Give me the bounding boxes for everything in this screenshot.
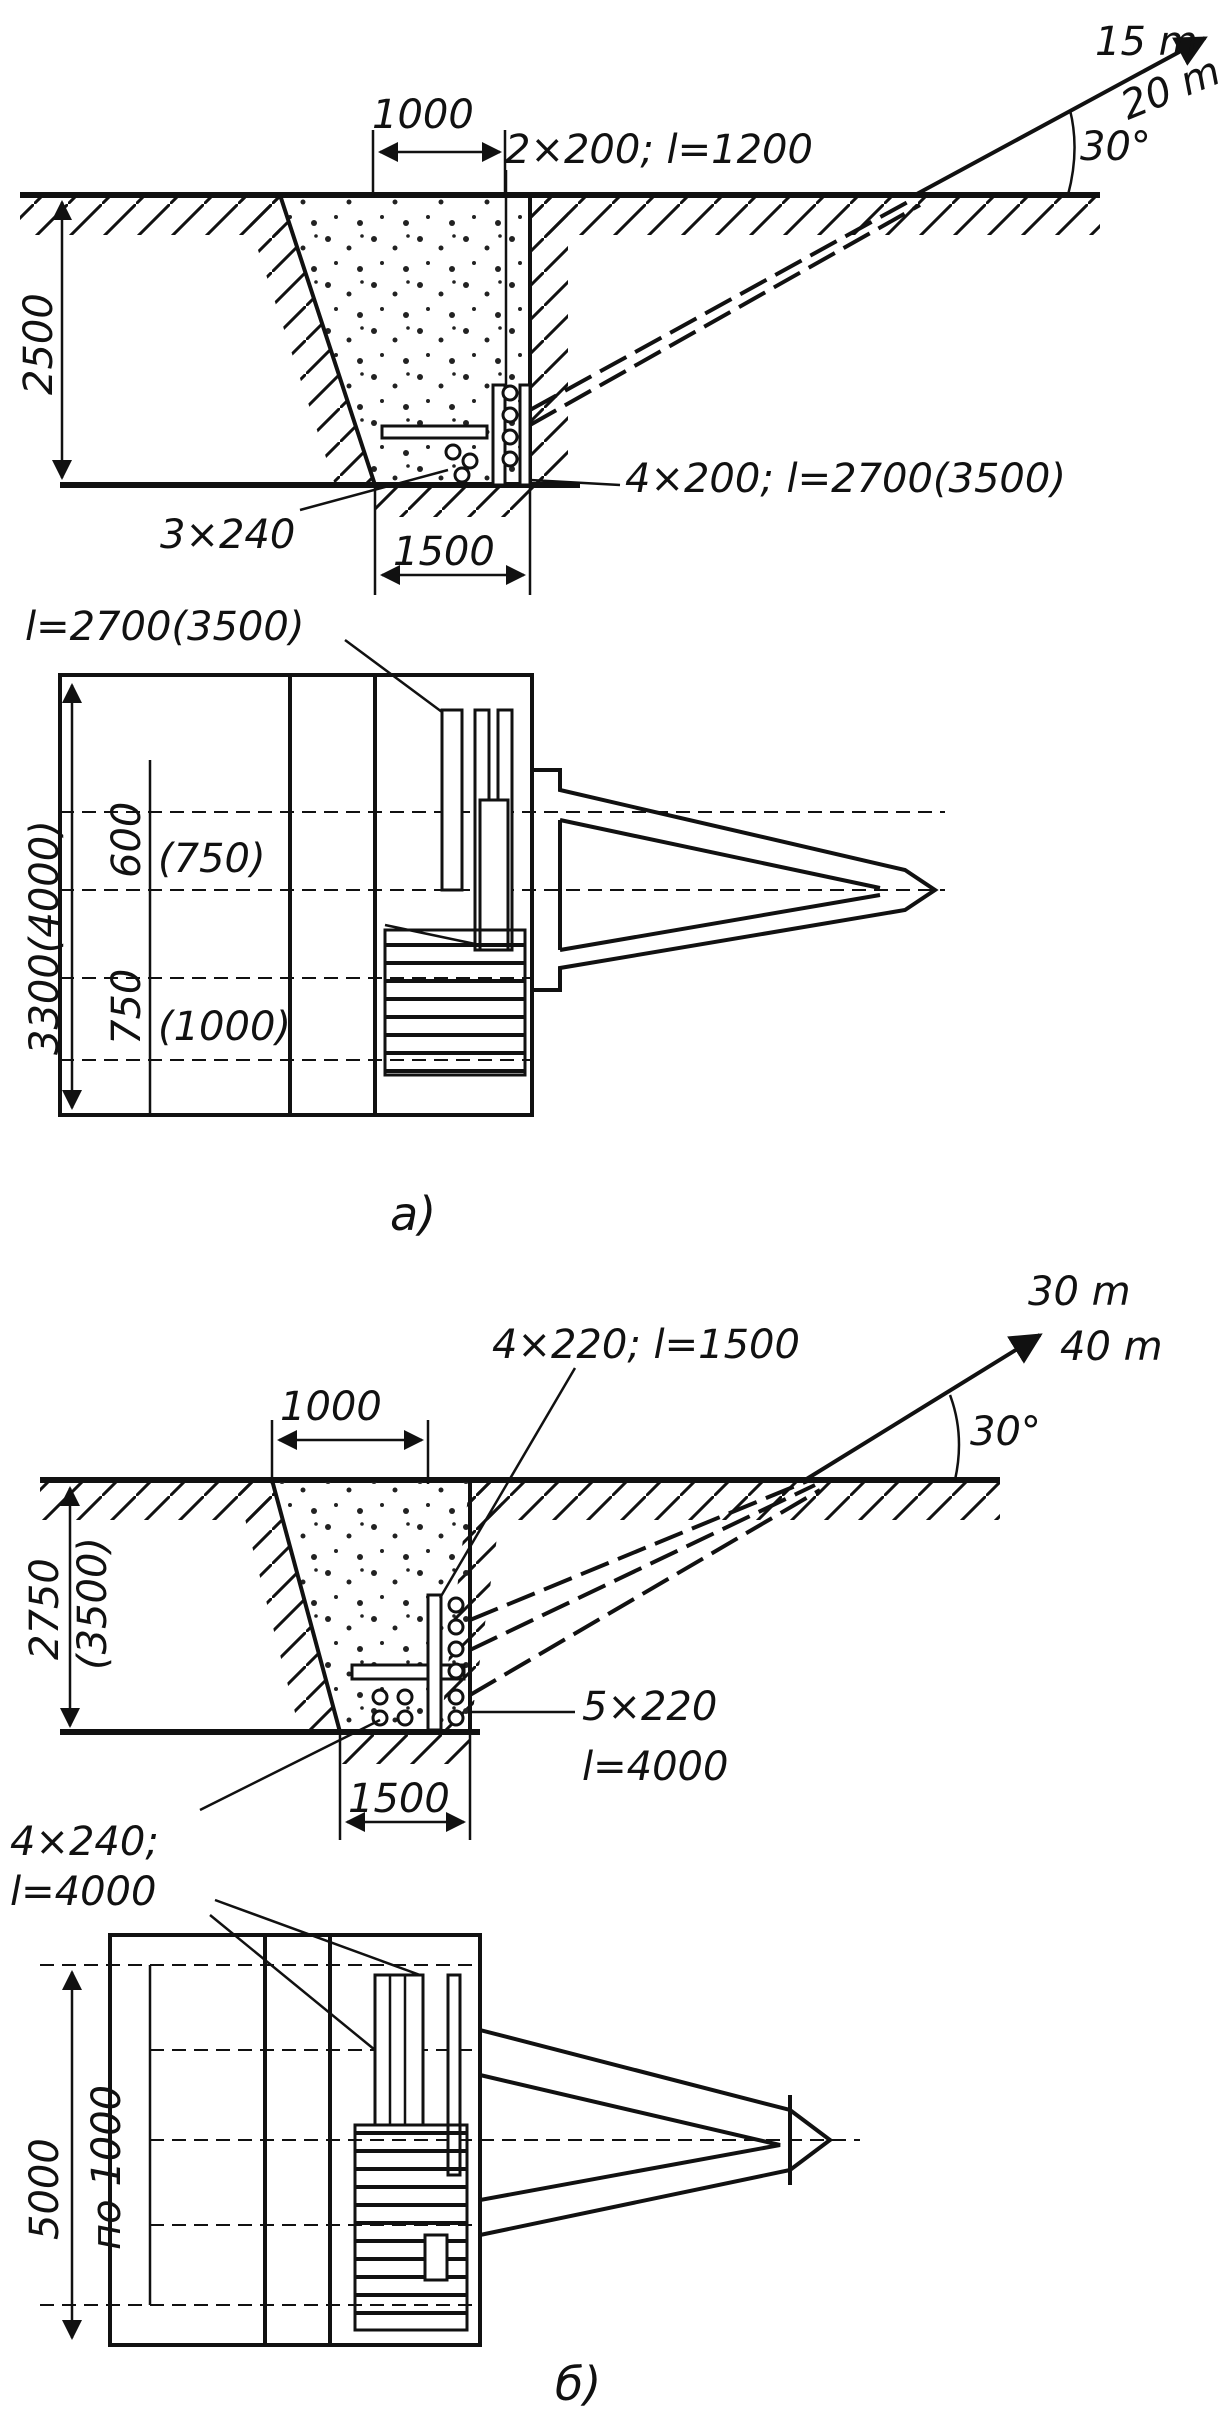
- label-rods-top: 2×200; l=1200: [505, 127, 813, 173]
- angle-arc: [1066, 109, 1076, 196]
- rod-section: [453, 466, 471, 484]
- cable: [469, 1483, 816, 1652]
- dim-depth-alt: (3500): [70, 1537, 116, 1670]
- cable: [469, 1478, 811, 1622]
- rod-section: [501, 450, 519, 468]
- caption-a: а): [390, 1187, 436, 1241]
- ground-hatch: [530, 195, 1100, 235]
- rod-section: [447, 1640, 465, 1658]
- figure-a-section: 1000 2×200; l=1200 2500 4×200; l=2700(35…: [16, 19, 1227, 595]
- trench-wall-hatch: [235, 1480, 340, 1732]
- label-rods-bottom-1: 5×220: [582, 1684, 717, 1730]
- cable-length-1: 15 m: [1095, 19, 1198, 65]
- rod-section: [447, 1662, 465, 1680]
- rod-section: [501, 384, 519, 402]
- trench-wall-hatch: [530, 195, 568, 485]
- rod-section: [396, 1688, 414, 1706]
- dim-depth: 2500: [16, 293, 62, 395]
- dim-depth: 2750: [22, 1558, 68, 1660]
- vertical-rod: [518, 383, 532, 487]
- plan-rod: [373, 1973, 425, 2127]
- rod-section: [447, 1688, 465, 1706]
- bottom-hatch: [375, 487, 535, 517]
- dim-spacing-2-alt: (1000): [158, 1004, 291, 1050]
- rod-section: [501, 406, 519, 424]
- rod-section: [396, 1709, 414, 1727]
- dim-plan-width: 3300(4000): [22, 820, 68, 1055]
- rod-section: [371, 1688, 389, 1706]
- cable-angle: 30°: [970, 1409, 1041, 1455]
- figure-b-plan: 4×240; l=4000 5000 по 1000 б): [10, 1819, 860, 2411]
- label-rods-bottom-2: l=4000: [582, 1744, 728, 1790]
- anchor-plate: [380, 424, 489, 440]
- tie-triangle: [530, 768, 939, 992]
- vertical-rod: [426, 1593, 443, 1732]
- dim-spacing-1: 600: [104, 802, 150, 878]
- plan-block: [423, 2233, 449, 2282]
- dim-spacing: по 1000: [84, 2085, 130, 2250]
- cable: [529, 203, 921, 427]
- dim-bottom-width: 1500: [393, 529, 495, 575]
- caption-b: б): [555, 2357, 601, 2411]
- dim-bottom-width: 1500: [348, 1776, 450, 1822]
- rod-section: [447, 1709, 465, 1727]
- label-rods-base: 3×240: [160, 512, 295, 558]
- trench-wall-hatch: [240, 195, 375, 485]
- ground-hatch: [470, 1480, 1000, 1520]
- label-rods-bottom: 4×200; l=2700(3500): [625, 456, 1066, 502]
- rod-section: [461, 452, 479, 470]
- plan-rod: [478, 798, 510, 952]
- rod-section: [447, 1596, 465, 1614]
- rod-section: [444, 443, 462, 461]
- cable-length-1: 30 m: [1028, 1269, 1131, 1315]
- cable: [529, 196, 916, 412]
- label-rods-top: 4×220; l=1500: [492, 1322, 800, 1368]
- plan-rod: [440, 708, 464, 892]
- figure-a-plan: l=2700(3500) 3300(4000) 600 (750) 750 (1…: [22, 604, 945, 1241]
- figure-b-section: 1000 4×220; l=1500 2750 (3500) 5×220 l=4…: [22, 1269, 1163, 1840]
- tie-triangle: [478, 2027, 834, 2238]
- ground-hatch: [20, 195, 280, 235]
- label-rods-base-1: 4×240;: [10, 1819, 159, 1865]
- dim-spacing-1-alt: (750): [158, 836, 266, 882]
- bottom-hatch: [340, 1734, 470, 1764]
- cable-length-2: 40 m: [1060, 1324, 1163, 1370]
- dim-top-width: 1000: [280, 1384, 382, 1430]
- plan-slats: [353, 2123, 469, 2332]
- rod-section: [501, 428, 519, 446]
- anchor-plate: [350, 1663, 466, 1681]
- rod-section: [447, 1618, 465, 1636]
- label-plan-rod-length: l=2700(3500): [25, 604, 304, 650]
- plan-slats: [383, 928, 527, 1077]
- cable-direction-arrow: [803, 1333, 1043, 1482]
- cable: [468, 1488, 822, 1697]
- cable-angle: 30°: [1080, 124, 1151, 170]
- label-rods-base-2: l=4000: [10, 1869, 156, 1915]
- cable-direction-arrow: [914, 36, 1208, 197]
- angle-arc: [948, 1394, 961, 1481]
- dim-top-width: 1000: [372, 92, 474, 138]
- dim-plan-width: 5000: [22, 2138, 68, 2240]
- dim-spacing-2: 750: [104, 969, 150, 1045]
